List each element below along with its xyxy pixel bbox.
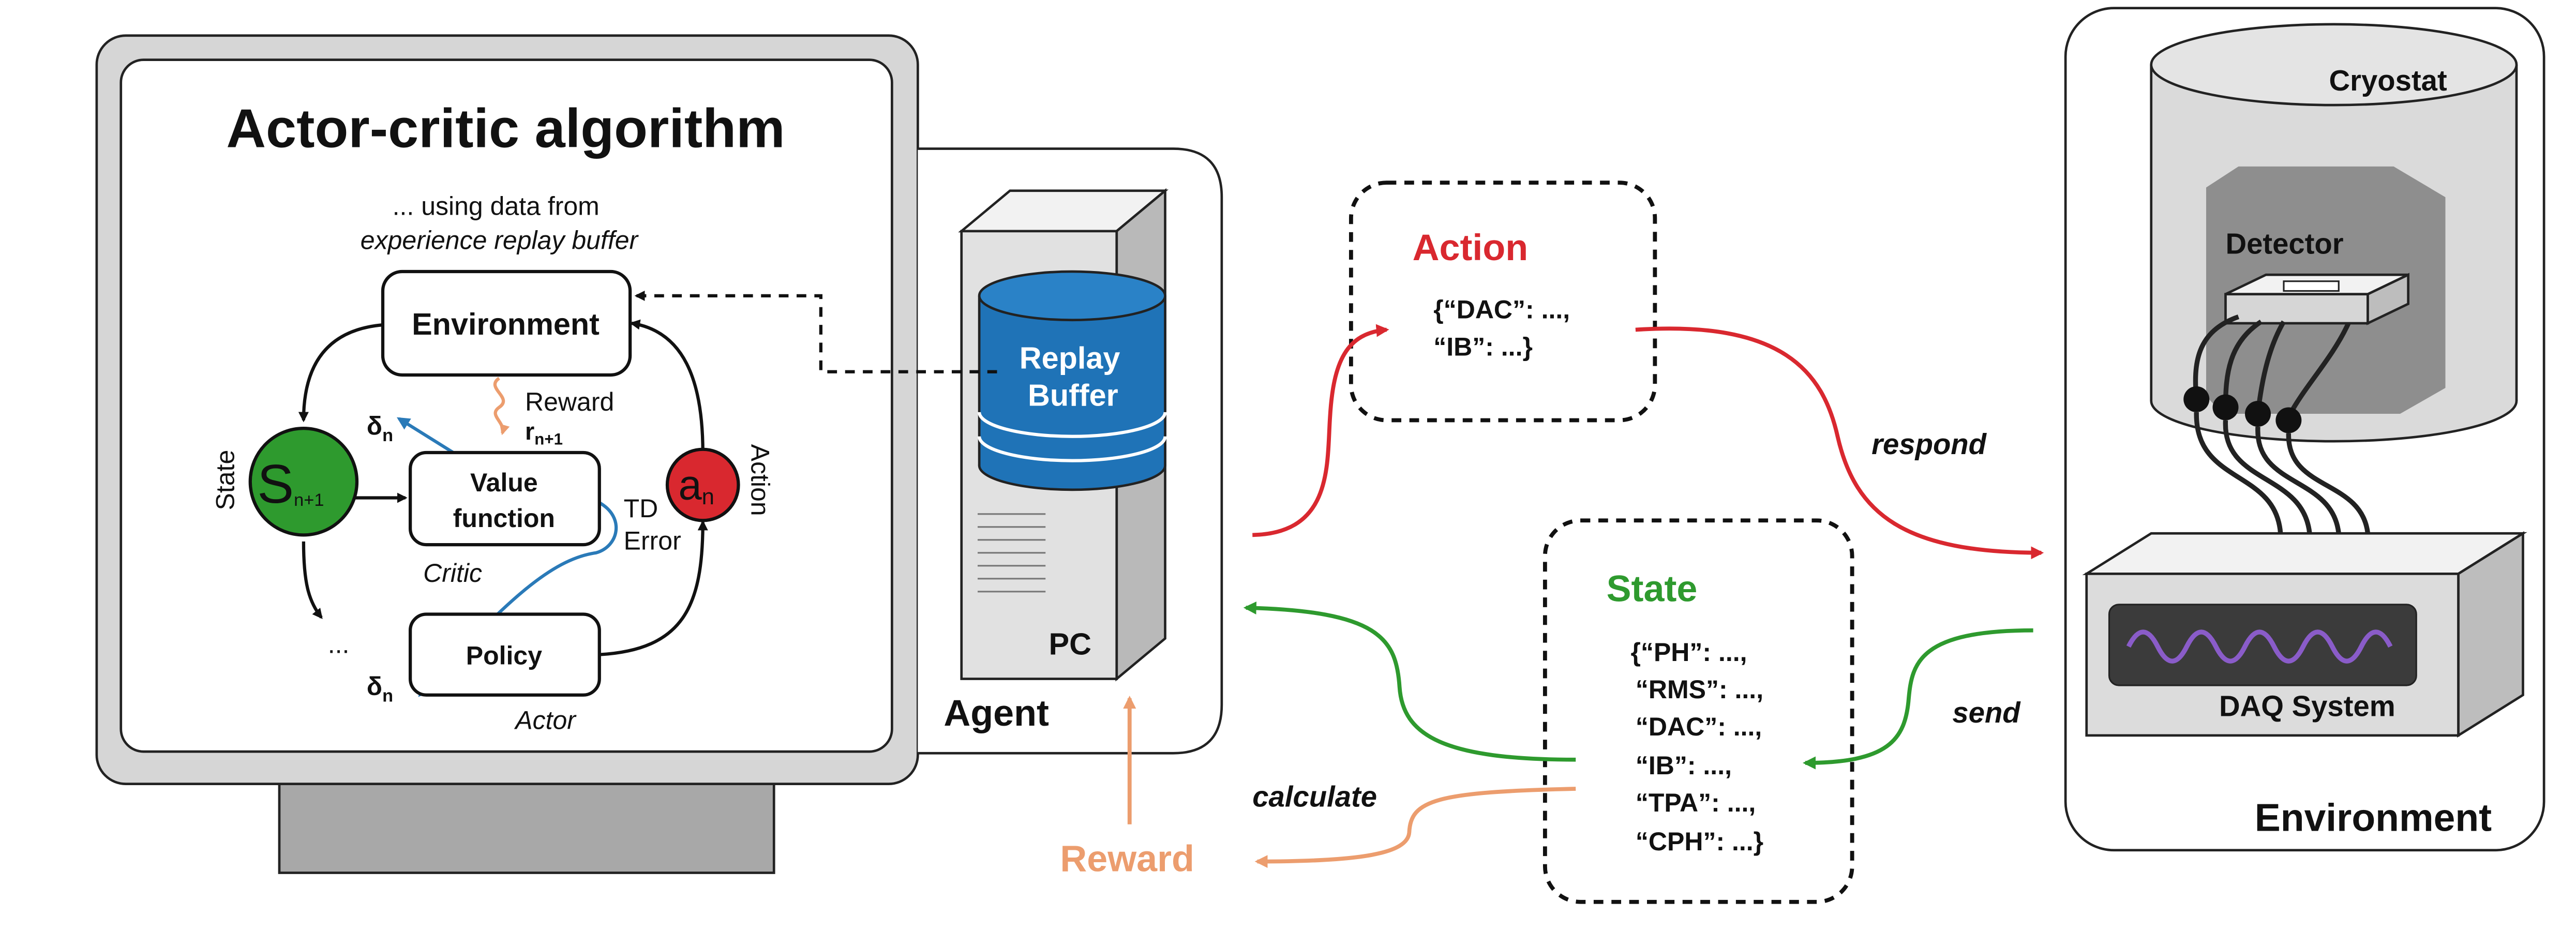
- daq-label: DAQ System: [2219, 689, 2395, 722]
- state-box-line: “RMS”: ...,: [1636, 675, 1763, 704]
- replay-note-line2: experience replay buffer: [361, 226, 639, 254]
- state-box-line: “TPA”: ...,: [1636, 788, 1756, 817]
- calculate-label: calculate: [1252, 780, 1377, 813]
- policy-box: [408, 612, 601, 697]
- state-circle: [248, 427, 359, 537]
- respond-arrow: [1635, 326, 2044, 560]
- action-box-line1: {“DAC”: ...,: [1433, 295, 1570, 324]
- ac-reward-label: Reward: [525, 387, 614, 416]
- loop-ellipsis: ...: [328, 630, 350, 659]
- agent-label: Agent: [943, 693, 1049, 734]
- replay-buffer-cylinder: [978, 270, 1167, 491]
- daq-box: [2082, 531, 2527, 738]
- pc-label: PC: [1049, 627, 1091, 662]
- delta-lower-label: δn: [367, 672, 393, 706]
- critic-label: Critic: [423, 559, 482, 588]
- daq-screen: [2108, 604, 2417, 686]
- delta-upper-label: δn: [367, 412, 393, 446]
- action-arrow-agent-to-box: [1252, 324, 1389, 537]
- ac-state-label: State: [211, 450, 240, 510]
- td-error-line2: Error: [624, 527, 681, 555]
- state-box-line: “CPH”: ...}: [1636, 827, 1763, 856]
- send-label: send: [1952, 696, 2021, 729]
- ac-environment-label: Environment: [412, 307, 600, 341]
- replay-note-line1: ... using data from: [393, 192, 600, 221]
- state-to-ellipsis-arrow: [302, 541, 323, 619]
- detector-label: Detector: [2226, 228, 2344, 260]
- actor-label: Actor: [514, 705, 577, 734]
- state-arrow-to-agent: [1243, 601, 1576, 762]
- action-circle: [665, 447, 740, 522]
- value-function-line1: Value: [470, 468, 538, 497]
- monitor-stand: [278, 781, 775, 874]
- replay-to-env-dashed-arrow: [634, 290, 997, 373]
- td-error-line1: TD: [624, 494, 658, 523]
- state-symbol: Sn+1: [257, 453, 324, 515]
- state-box-line: “DAC”: ...,: [1636, 712, 1762, 741]
- action-symbol: an: [678, 462, 714, 509]
- replay-buffer-line1: Replay: [1020, 341, 1120, 376]
- policy-to-action-arrow: [599, 520, 708, 656]
- cryostat-label: Cryostat: [2329, 64, 2447, 97]
- calculate-arrow: [1254, 787, 1576, 868]
- state-box-line: “IB”: ...,: [1636, 751, 1732, 780]
- state-message-box: [1542, 518, 1854, 904]
- connector-ports: [2183, 386, 2302, 433]
- reward-output-label: Reward: [1060, 838, 1194, 879]
- action-to-env-arrow: [630, 319, 705, 453]
- replay-buffer-line2: Buffer: [1028, 378, 1118, 412]
- env-to-state-arrow: [298, 323, 383, 423]
- action-box-title: Action: [1413, 227, 1529, 268]
- policy-label: Policy: [466, 641, 542, 670]
- cryostat-vessel: [2150, 23, 2518, 443]
- ac-reward-symbol: rn+1: [525, 418, 563, 448]
- respond-label: respond: [1871, 428, 1987, 460]
- ac-environment-box: [381, 269, 632, 377]
- signal-waveform: [2126, 629, 2393, 664]
- value-function-box: [408, 451, 601, 547]
- detector-chip: [2224, 273, 2409, 325]
- reward-squiggle: [493, 377, 510, 436]
- actor-critic-title: Actor-critic algorithm: [226, 97, 785, 159]
- state-box-line: {“PH”: ...,: [1631, 638, 1747, 667]
- state-box-title: State: [1607, 568, 1698, 610]
- pc-vent-lines: [977, 513, 1046, 593]
- action-box-line2: “IB”: ...}: [1433, 333, 1533, 362]
- environment-label: Environment: [2255, 795, 2492, 839]
- action-message-box: [1349, 181, 1657, 423]
- ac-action-label: Action: [746, 444, 775, 516]
- daq-cables: [2194, 412, 2371, 534]
- send-arrow: [1803, 628, 2033, 770]
- value-function-line2: function: [453, 504, 555, 533]
